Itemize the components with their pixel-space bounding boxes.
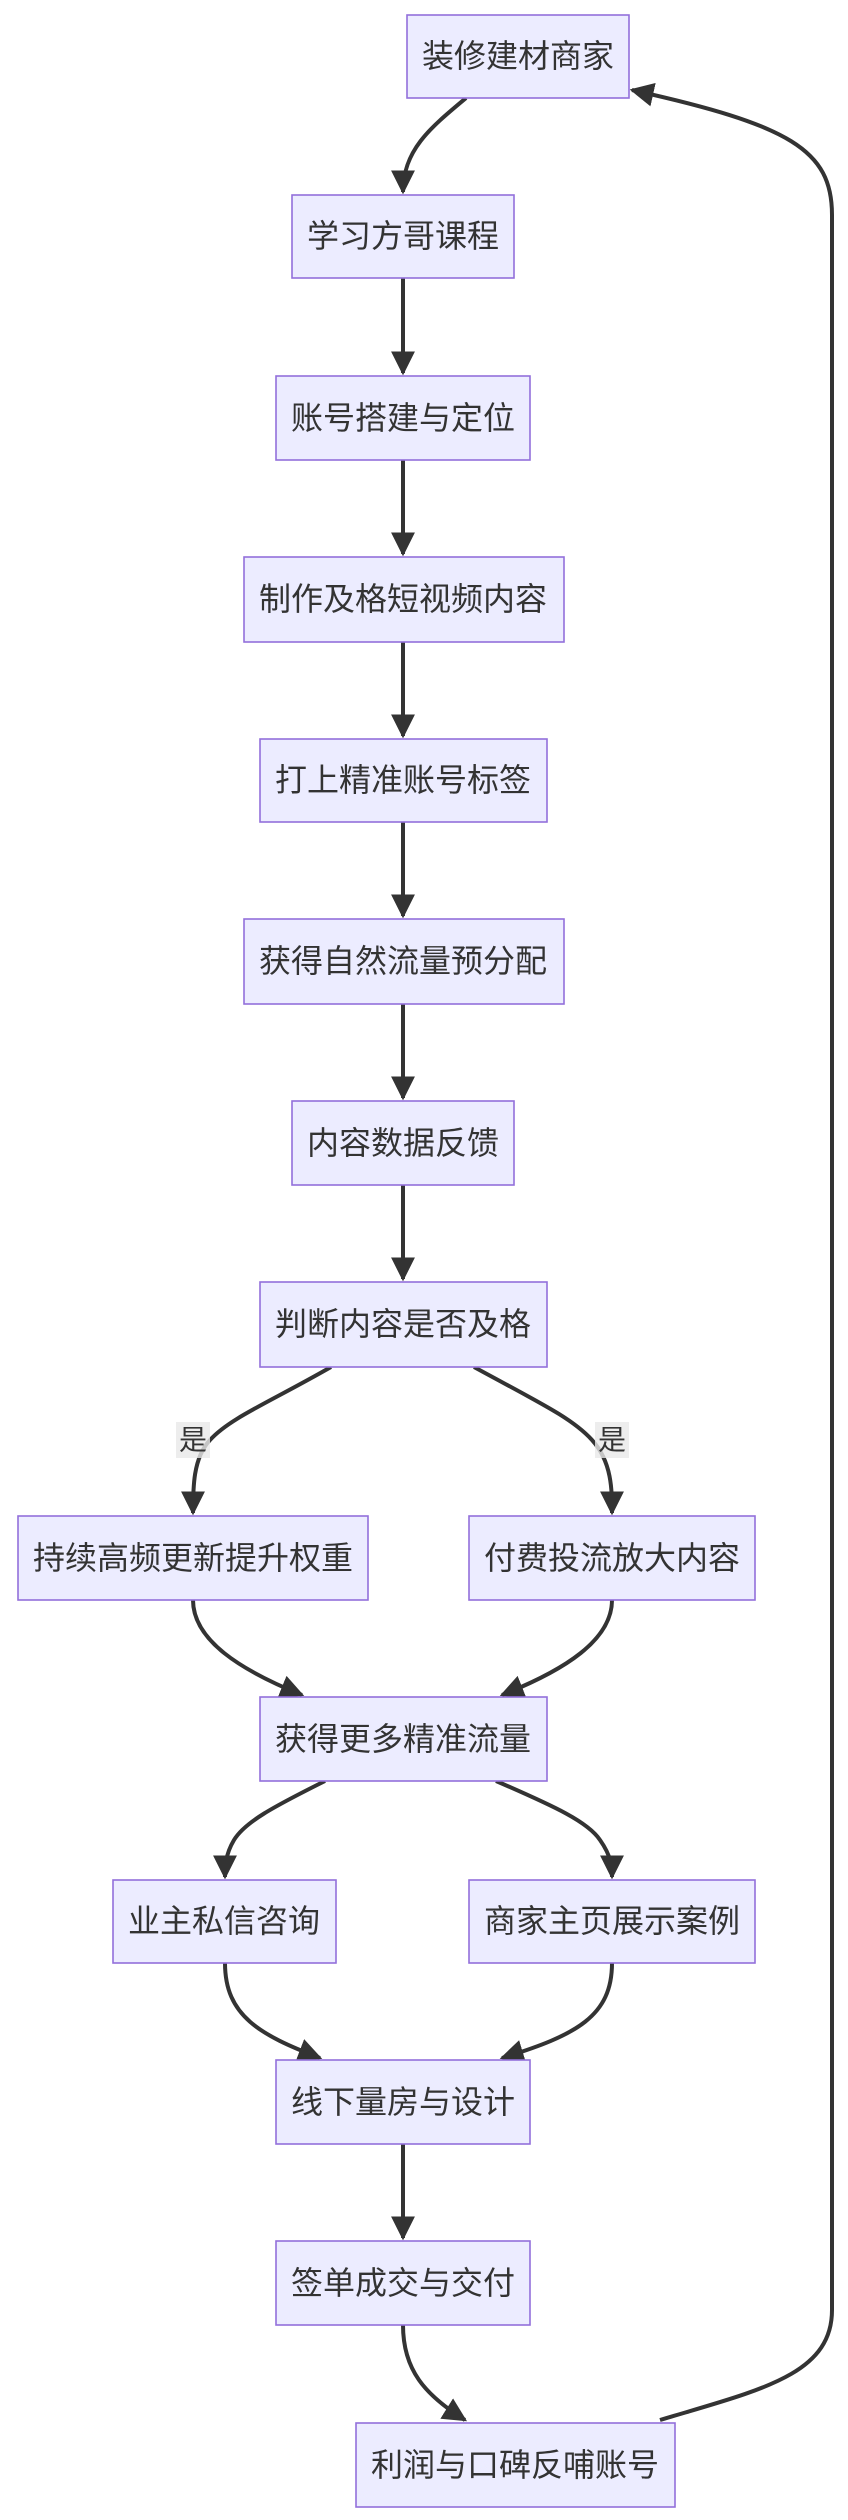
node-n10-label: 付费投流放大内容 (484, 1539, 740, 1577)
node-n16: 利润与口碑反哺账号 (355, 2422, 676, 2508)
node-n3: 账号搭建与定位 (275, 375, 531, 461)
node-n8: 判断内容是否及格 (259, 1281, 548, 1368)
node-n2: 学习方哥课程 (291, 194, 515, 279)
edge-n11-n12 (213, 1779, 326, 1880)
node-n15: 签单成交与交付 (275, 2240, 531, 2326)
edge-label-yes-left: 是 (176, 1422, 210, 1458)
node-n1-label: 装修建材商家 (422, 37, 614, 75)
edge-n8-n10 (473, 1365, 624, 1516)
node-n9-label: 持续高频更新提升权重 (33, 1539, 353, 1577)
node-n14-label: 线下量房与设计 (291, 2083, 515, 2121)
node-n2-label: 学习方哥课程 (307, 217, 499, 255)
node-n5: 打上精准账号标签 (259, 738, 548, 823)
edge-n1-n2 (391, 96, 468, 195)
node-n6: 获得自然流量预分配 (243, 918, 565, 1005)
node-n1: 装修建材商家 (406, 14, 630, 99)
node-n10: 付费投流放大内容 (468, 1515, 756, 1601)
node-n4: 制作及格短视频内容 (243, 556, 565, 643)
edge-label-yes-left-text: 是 (179, 1424, 207, 1457)
edges (181, 82, 834, 2422)
edge-n10-n11 (499, 1599, 614, 1699)
node-n13-label: 商家主页展示案例 (484, 1902, 740, 1940)
edge-label-yes-right-text: 是 (598, 1424, 626, 1457)
node-n12-label: 业主私信咨询 (128, 1902, 320, 1940)
node-n11-label: 获得更多精准流量 (275, 1720, 531, 1758)
edge-n15-n16 (401, 2324, 468, 2422)
edge-label-yes-right: 是 (595, 1422, 629, 1458)
node-n13: 商家主页展示案例 (468, 1879, 756, 1964)
edge-n16-n1 (629, 82, 834, 2422)
node-n6-label: 获得自然流量预分配 (259, 942, 547, 980)
node-n7-label: 内容数据反馈 (307, 1124, 499, 1162)
edge-n12-n14 (223, 1962, 323, 2062)
node-n15-label: 签单成交与交付 (291, 2264, 515, 2302)
node-n14: 线下量房与设计 (275, 2059, 531, 2145)
edge-n11-n13 (495, 1779, 624, 1880)
node-n5-label: 打上精准账号标签 (275, 761, 531, 799)
node-n9: 持续高频更新提升权重 (17, 1515, 369, 1601)
edge-n9-n11 (191, 1599, 305, 1699)
node-n11: 获得更多精准流量 (259, 1696, 548, 1782)
node-n16-label: 利润与口碑反哺账号 (371, 2446, 659, 2484)
node-n12: 业主私信咨询 (112, 1879, 337, 1964)
node-n7: 内容数据反馈 (291, 1100, 515, 1186)
edge-n8-n9 (181, 1365, 332, 1516)
edge-n13-n14 (499, 1962, 614, 2064)
node-n3-label: 账号搭建与定位 (291, 399, 515, 437)
node-n4-label: 制作及格短视频内容 (259, 580, 547, 618)
node-n8-label: 判断内容是否及格 (275, 1305, 531, 1343)
